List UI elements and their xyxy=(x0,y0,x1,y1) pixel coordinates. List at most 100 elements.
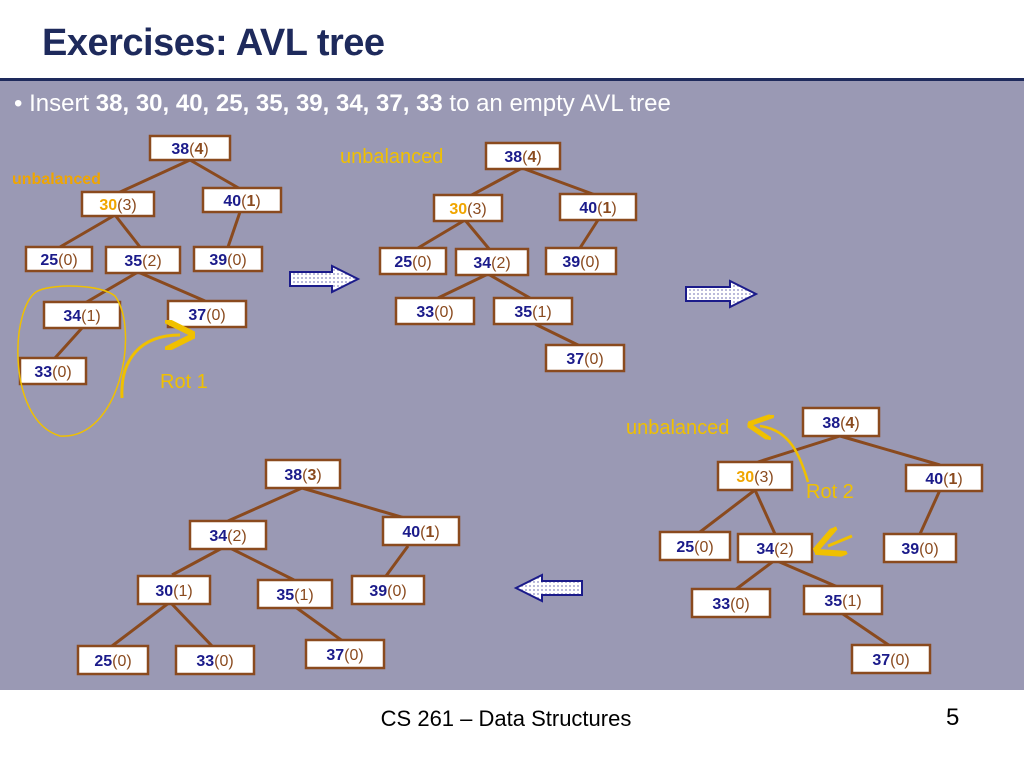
tree-node: 40(1) xyxy=(201,186,283,214)
node-key: 34 xyxy=(63,308,81,325)
unbalanced-label: unbalanced xyxy=(12,171,101,188)
node-height: 0 xyxy=(57,364,66,381)
node-height: 1 xyxy=(246,193,255,210)
svg-text:39(0): 39(0) xyxy=(562,254,599,271)
tree-node: 25(0) xyxy=(658,530,732,562)
svg-text:40(1): 40(1) xyxy=(223,193,260,210)
node-height: 0 xyxy=(895,652,904,669)
svg-text:38(4): 38(4) xyxy=(504,149,541,166)
tree-node: 33(0) xyxy=(690,587,772,619)
svg-text:33(0): 33(0) xyxy=(196,653,233,670)
svg-text:35(1): 35(1) xyxy=(276,587,313,604)
tree-node: 40(1) xyxy=(558,192,638,222)
node-key: 30 xyxy=(99,197,117,214)
node-height: 0 xyxy=(439,304,448,321)
node-key: 33 xyxy=(34,364,52,381)
node-height: 3 xyxy=(472,201,481,218)
node-height: 3 xyxy=(122,197,131,214)
tree-node: 25(0) xyxy=(378,246,448,276)
tree-edges xyxy=(417,166,600,348)
node-key: 35 xyxy=(124,253,142,270)
svg-text:33(0): 33(0) xyxy=(34,364,71,381)
svg-text:30(3): 30(3) xyxy=(736,469,773,486)
tree-step2: 38(4) 30(3) 40(1) 25(0) 34(2) 39(0) 33(0… xyxy=(340,141,638,373)
node-height: 0 xyxy=(585,254,594,271)
node-key: 25 xyxy=(394,254,412,271)
node-key: 33 xyxy=(196,653,214,670)
tree-node: 39(0) xyxy=(882,532,958,564)
node-key: 34 xyxy=(209,528,227,545)
node-height: 1 xyxy=(425,524,434,541)
tree-node: 34(2) xyxy=(188,519,268,551)
tree-node: 33(0) xyxy=(394,296,476,326)
title-divider xyxy=(0,78,1024,81)
tree-edges xyxy=(699,434,942,648)
tree-step1: 38(4) 30(3) 40(1) 25(0) 35(2) 39(0) 34(1… xyxy=(12,134,283,437)
node-key: 38 xyxy=(284,467,302,484)
svg-text:30(1): 30(1) xyxy=(155,583,192,600)
left-arrow-icon xyxy=(513,573,583,603)
node-key: 33 xyxy=(416,304,434,321)
tree-node: 35(1) xyxy=(802,584,884,616)
node-key: 37 xyxy=(872,652,890,669)
svg-text:35(1): 35(1) xyxy=(514,304,551,321)
right-arrow-icon xyxy=(289,264,361,294)
node-height: 1 xyxy=(847,593,856,610)
svg-text:25(0): 25(0) xyxy=(394,254,431,271)
node-key: 40 xyxy=(223,193,241,210)
bullet-prefix: Insert xyxy=(29,90,96,117)
node-key: 38 xyxy=(171,141,189,158)
node-key: 37 xyxy=(566,351,584,368)
node-height: 0 xyxy=(417,254,426,271)
node-key: 38 xyxy=(504,149,522,166)
node-height: 0 xyxy=(589,351,598,368)
svg-text:35(2): 35(2) xyxy=(124,253,161,270)
svg-text:37(0): 37(0) xyxy=(188,307,225,324)
node-key: 30 xyxy=(449,201,467,218)
tree-node: 38(4) xyxy=(801,406,881,438)
svg-text:30(3): 30(3) xyxy=(99,197,136,214)
node-height: 0 xyxy=(392,583,401,600)
svg-text:37(0): 37(0) xyxy=(566,351,603,368)
tree-node: 33(0) xyxy=(174,644,256,676)
node-key: 37 xyxy=(326,647,344,664)
node-height: 3 xyxy=(307,467,316,484)
tree-node: 38(4) xyxy=(484,141,562,171)
node-height: 0 xyxy=(924,541,933,558)
node-key: 40 xyxy=(402,524,420,541)
tree-node: 34(2) xyxy=(454,247,530,277)
svg-text:25(0): 25(0) xyxy=(676,539,713,556)
node-height: 0 xyxy=(211,307,220,324)
instruction-bullet: • Insert 38, 30, 40, 25, 35, 39, 34, 37,… xyxy=(14,90,671,118)
svg-text:39(0): 39(0) xyxy=(901,541,938,558)
tree-node: 40(1) xyxy=(381,515,461,547)
node-key: 39 xyxy=(901,541,919,558)
svg-text:34(2): 34(2) xyxy=(209,528,246,545)
unbalanced-label: unbalanced xyxy=(626,417,729,439)
tree-node: 30(3) xyxy=(80,190,156,218)
node-height: 0 xyxy=(232,252,241,269)
node-key: 34 xyxy=(756,541,774,558)
node-key: 35 xyxy=(276,587,294,604)
node-height: 2 xyxy=(496,255,505,272)
tree-node: 37(0) xyxy=(850,643,932,675)
svg-text:34(1): 34(1) xyxy=(63,308,100,325)
svg-text:33(0): 33(0) xyxy=(712,596,749,613)
node-height: 0 xyxy=(219,653,228,670)
tree-step4: 38(3) 34(2) 40(1) 30(1) 35(1) 39(0) 25(0… xyxy=(76,458,461,676)
rotation-arrow xyxy=(120,335,180,399)
node-height: 0 xyxy=(349,647,358,664)
tree-node: 38(4) xyxy=(148,134,232,162)
svg-text:40(1): 40(1) xyxy=(925,471,962,488)
node-key: 39 xyxy=(209,252,227,269)
svg-text:33(0): 33(0) xyxy=(416,304,453,321)
node-key: 25 xyxy=(676,539,694,556)
tree-node: 40(1) xyxy=(904,463,984,493)
tree-edges xyxy=(53,158,243,360)
tree-node: 30(1) xyxy=(136,574,212,606)
node-height: 3 xyxy=(759,469,768,486)
svg-text:35(1): 35(1) xyxy=(824,593,861,610)
tree-node: 35(2) xyxy=(104,245,182,275)
node-key: 34 xyxy=(473,255,491,272)
svg-text:40(1): 40(1) xyxy=(579,200,616,217)
